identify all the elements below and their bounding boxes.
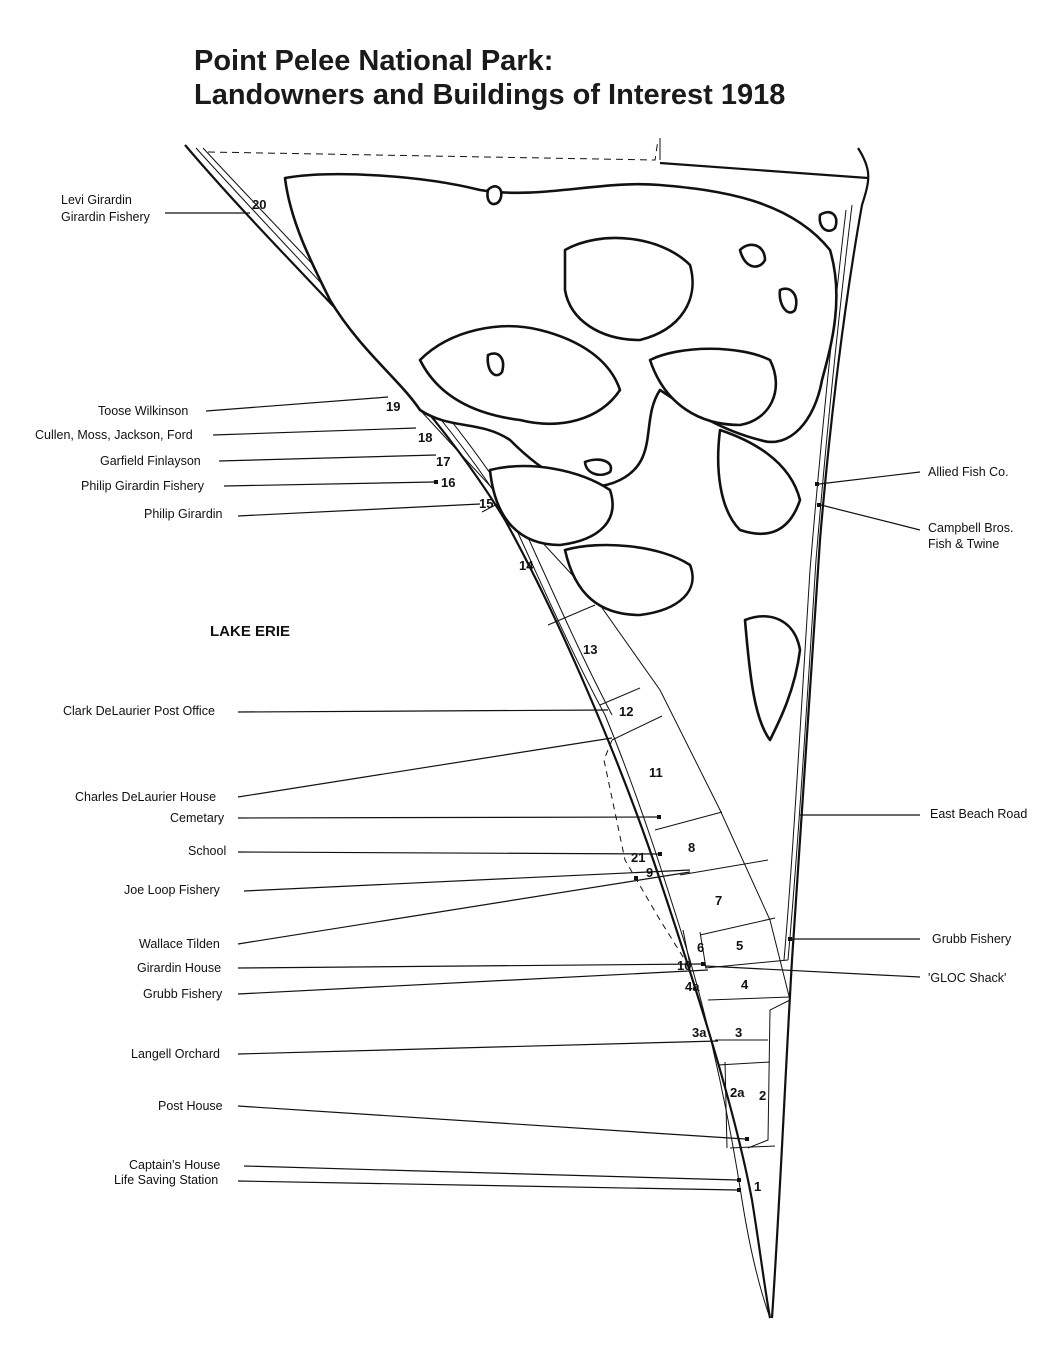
callout-fish-and-twine: Fish & Twine — [928, 537, 999, 551]
callout-langell-orchard: Langell Orchard — [131, 1047, 220, 1061]
callout-post-house: Post House — [158, 1099, 223, 1113]
building-marker — [657, 815, 661, 819]
callout-grubb-fishery-right: Grubb Fishery — [932, 932, 1012, 946]
building-marker — [634, 876, 638, 880]
map-title: Point Pelee National Park: Landowners an… — [194, 44, 785, 112]
lot-number-10: 10 — [677, 958, 691, 973]
marsh-ponds — [283, 172, 838, 742]
lot-number-4a: 4a — [685, 979, 700, 994]
callout-campbell-bros: Campbell Bros. — [928, 521, 1013, 535]
callout-garfield-finlayson: Garfield Finlayson — [100, 454, 201, 468]
east-shoreline — [770, 147, 870, 1319]
right-leader-lines — [704, 471, 921, 978]
lot-number-8: 8 — [688, 840, 695, 855]
map-title-line-2: Landowners and Buildings of Interest 191… — [194, 79, 786, 111]
lot-east-boundary — [419, 409, 791, 1149]
lot-number-7: 7 — [715, 893, 722, 908]
lot-dividers — [481, 499, 791, 1149]
lot-number-13: 13 — [583, 642, 597, 657]
lot-number-20: 20 — [252, 197, 266, 212]
lot-number-11: 11 — [649, 765, 663, 780]
callout-allied-fish-co: Allied Fish Co. — [928, 465, 1009, 479]
building-marker — [434, 480, 438, 484]
park-boundary — [207, 138, 869, 180]
lot-number-3: 3 — [735, 1025, 742, 1040]
lot-number-16: 16 — [441, 475, 455, 490]
building-marker — [745, 1137, 749, 1141]
lake-erie-label: LAKE ERIE — [210, 623, 290, 640]
building-marker — [788, 937, 792, 941]
lot-number-18: 18 — [418, 430, 432, 445]
callout-cemetary: Cemetary — [170, 811, 225, 825]
lot-number-6: 6 — [697, 940, 704, 955]
building-markers — [434, 480, 821, 1192]
lot-number-1: 1 — [754, 1179, 761, 1194]
lot-number-15: 15 — [479, 496, 493, 511]
building-marker — [815, 482, 819, 486]
callout-girardin-house: Girardin House — [137, 961, 221, 975]
building-marker — [737, 1178, 741, 1182]
lot-number-2: 2 — [759, 1088, 766, 1103]
map-title-line-1: Point Pelee National Park: — [194, 45, 554, 77]
callout-charles-delaurier-house: Charles DeLaurier House — [75, 790, 216, 804]
lot-number-12: 12 — [619, 704, 633, 719]
lot-number-21: 21 — [631, 850, 645, 865]
right-callouts: Allied Fish Co. Campbell Bros. Fish & Tw… — [928, 465, 1027, 985]
callout-philip-girardin-fishery: Philip Girardin Fishery — [81, 479, 205, 493]
callout-joe-loop-fishery: Joe Loop Fishery — [124, 883, 221, 897]
callout-philip-girardin: Philip Girardin — [144, 507, 223, 521]
callout-levi-girardin: Levi Girardin — [61, 193, 132, 207]
lot-number-19: 19 — [386, 399, 400, 414]
callout-captains-house: Captain's House — [129, 1158, 220, 1172]
lot-number-4: 4 — [741, 977, 749, 992]
callout-wallace-tilden: Wallace Tilden — [139, 937, 220, 951]
left-callouts: Levi Girardin Girardin Fishery Toose Wil… — [35, 193, 226, 1187]
callout-clark-delaurier-post-office: Clark DeLaurier Post Office — [63, 704, 215, 718]
callout-grubb-fishery-left: Grubb Fishery — [143, 987, 223, 1001]
building-marker — [658, 852, 662, 856]
callout-school: School — [188, 844, 226, 858]
callout-east-beach-road: East Beach Road — [930, 807, 1027, 821]
left-leader-lines — [165, 212, 746, 1191]
building-marker — [817, 503, 821, 507]
dashed-trail — [603, 739, 686, 961]
lot-number-14: 14 — [519, 558, 534, 573]
callout-girardin-fishery: Girardin Fishery — [61, 210, 151, 224]
lot-number-3a: 3a — [692, 1025, 707, 1040]
callout-life-saving-station: Life Saving Station — [114, 1173, 218, 1187]
callout-gloc-shack: 'GLOC Shack' — [928, 971, 1006, 985]
callout-toose-wilkinson: Toose Wilkinson — [98, 404, 188, 418]
east-beach-road-line — [787, 204, 853, 961]
building-marker — [737, 1188, 741, 1192]
building-marker — [701, 962, 705, 966]
lot-number-17: 17 — [436, 454, 450, 469]
lot-number-5: 5 — [736, 938, 743, 953]
callout-cullen-moss-jackson-ford: Cullen, Moss, Jackson, Ford — [35, 428, 193, 442]
lot-number-2a: 2a — [730, 1085, 745, 1100]
